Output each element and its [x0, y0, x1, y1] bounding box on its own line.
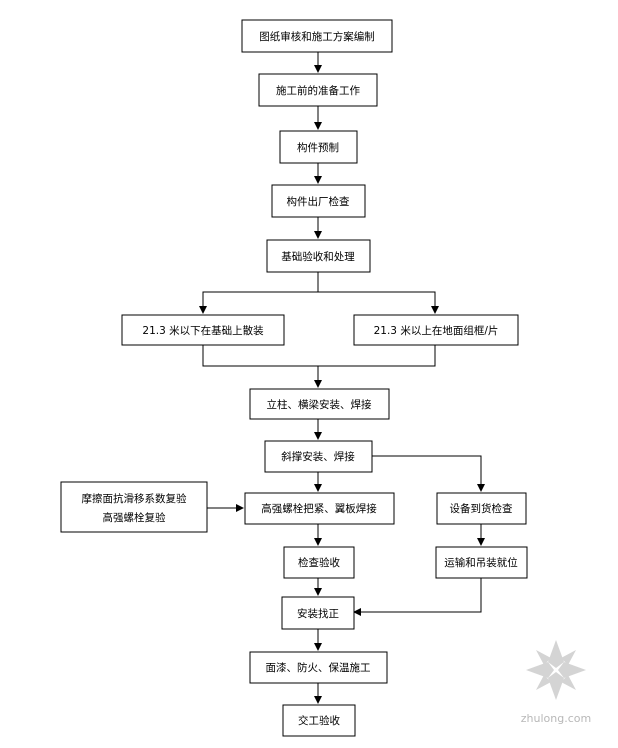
edge-split-bar: [202, 291, 436, 313]
node-n7-label: 21.3 米以上在地面组框/片: [374, 324, 499, 337]
node-n1-label: 图纸审核和施工方案编制: [259, 30, 375, 43]
node-n16-label: 面漆、防火、保温施工: [266, 661, 371, 674]
node-n13: 检查验收: [283, 546, 355, 579]
watermark-logo-icon: [526, 640, 586, 700]
node-n6: 21.3 米以下在基础上散装: [121, 314, 285, 346]
watermark-text: zhulong.com: [521, 712, 591, 725]
node-n15: 安装找正: [281, 596, 355, 630]
node-n2: 施工前的准备工作: [258, 73, 378, 107]
node-n10-label-line1: 摩擦面抗滑移系数复验: [82, 492, 187, 505]
node-n12-label: 设备到货检查: [450, 502, 513, 515]
node-n2-label: 施工前的准备工作: [276, 84, 360, 97]
node-n9-label: 斜撑安装、焊接: [281, 450, 355, 463]
node-n13-label: 检查验收: [298, 556, 340, 569]
node-n8: 立柱、横梁安装、焊接: [249, 388, 390, 420]
node-n16: 面漆、防火、保温施工: [249, 651, 388, 684]
edge-n14-n15: [353, 578, 482, 616]
node-n5: 基础验收和处理: [266, 239, 371, 273]
node-n5-label: 基础验收和处理: [281, 250, 355, 263]
node-n4-label: 构件出厂检查: [287, 195, 350, 208]
watermark: zhulong.com: [521, 640, 591, 725]
node-n3: 构件预制: [279, 130, 358, 164]
node-n1: 图纸审核和施工方案编制: [241, 19, 393, 53]
node-n11: 高强螺栓把紧、翼板焊接: [244, 492, 395, 525]
node-n12: 设备到货检查: [436, 492, 527, 525]
node-n15-label: 安装找正: [297, 607, 339, 620]
node-n3-label: 构件预制: [297, 141, 339, 154]
edge-merge: [202, 345, 436, 367]
node-n11-label: 高强螺栓把紧、翼板焊接: [261, 502, 377, 515]
node-n17-label: 交工验收: [298, 714, 340, 727]
node-n10-label-line2: 高强螺栓复验: [103, 511, 166, 524]
node-n14-label: 运输和吊装就位: [444, 556, 518, 569]
node-n7: 21.3 米以上在地面组框/片: [353, 314, 519, 346]
node-n17: 交工验收: [282, 704, 356, 737]
node-n4: 构件出厂检查: [271, 184, 366, 218]
edges: [199, 52, 485, 704]
node-n8-label: 立柱、横梁安装、焊接: [267, 398, 372, 411]
node-n6-label: 21.3 米以下在基础上散装: [142, 324, 264, 337]
edge-n9-n12: [372, 455, 485, 492]
node-n9: 斜撑安装、焊接: [264, 440, 373, 473]
node-n10: 摩擦面抗滑移系数复验 高强螺栓复验: [60, 481, 208, 533]
node-n14: 运输和吊装就位: [435, 546, 528, 579]
